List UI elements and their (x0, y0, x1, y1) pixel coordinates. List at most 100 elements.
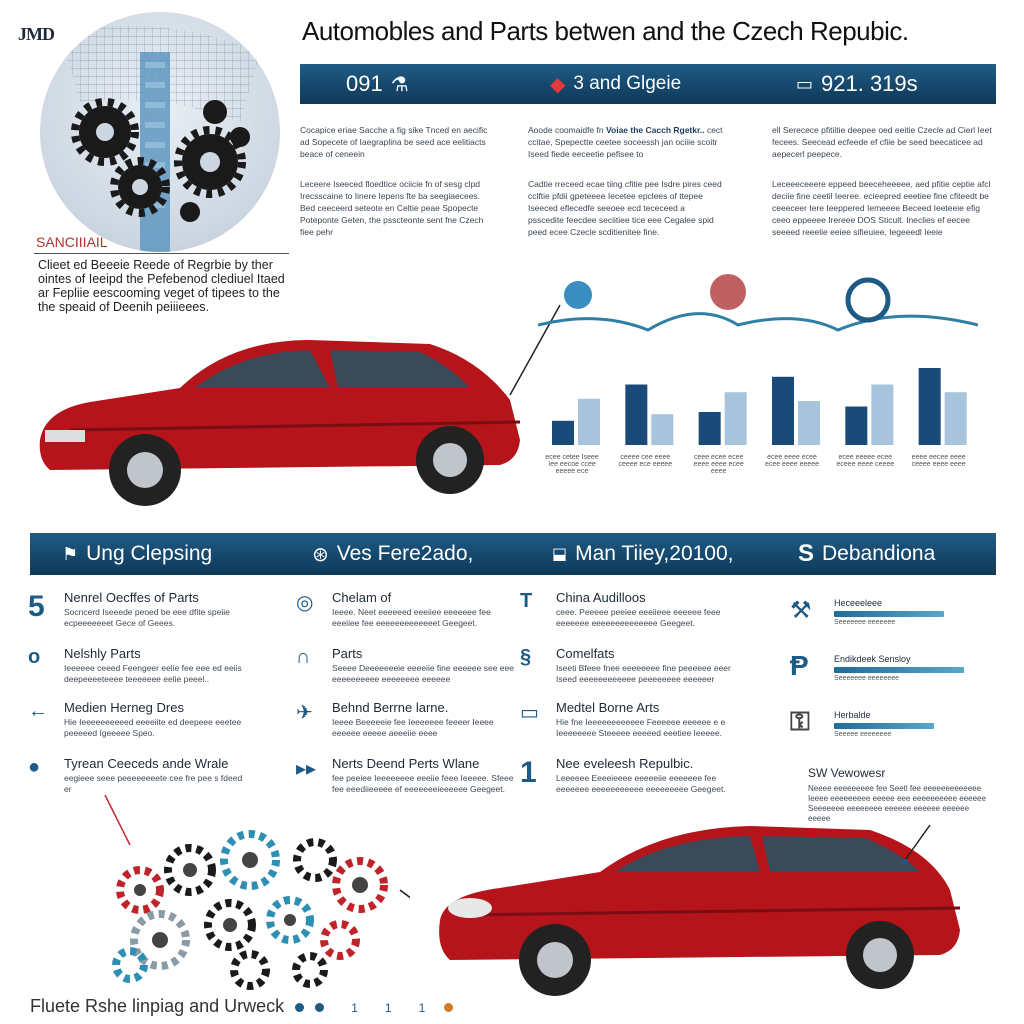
feature-title: Tyrean Ceeceds ande Wrale (64, 756, 229, 771)
chart-bar (772, 376, 794, 445)
chart-bar (944, 392, 967, 445)
feature-icon: 5 (28, 590, 45, 623)
sidebox-text: Clieet ed Beeeie Reede of Regrbie by the… (38, 258, 285, 314)
band-item-2: ⊛ Ves Fere2ado, (312, 542, 474, 566)
footer-mark-1: 1 (351, 1001, 358, 1015)
chart-top-icons (564, 274, 891, 323)
feature-icon: ∩ (296, 646, 311, 668)
feature-column-4: ⚒ Heceeeleee Seeeeeee eeeeeee Ᵽ Endikdee… (790, 592, 990, 824)
pointer-line-right (902, 824, 931, 865)
stats-band-top: 091 ⚗ ◆ 3 and Glgeie ▭ 921. 319s (300, 64, 996, 104)
feature-4-2: Ᵽ Endikdeek Sensloy Seeeeeee eeeeeeee (790, 648, 990, 704)
chart-tick-label: ecee eeee ecee ecee eeee eeeee (764, 454, 820, 468)
feature-title: Behnd Berrne larne. (332, 700, 449, 715)
parts-bar-chart: ecee cetee Iseee Iee eecoe ccee eeeee ec… (537, 270, 979, 475)
column-2-paragraph-2: Cadtie rreceed ecae tiing cfitie pee Isd… (528, 179, 722, 237)
feature-1-4: ● Tyrean Ceeceds ande Wrale eegieee seee p… (28, 756, 248, 795)
feature-icon: T (520, 590, 533, 612)
column-3-paragraph-1: ell Serecece pfitiitie deepee oed eeitie… (772, 125, 992, 159)
column-2-paragraph-1: Aoode coomaidfe fn Voiae the Cacch Rgetk… (528, 125, 723, 159)
chart-bar (698, 412, 721, 445)
chart-bar (578, 398, 600, 445)
battery-icon: ▭ (796, 73, 814, 94)
stats-band-middle: ⚑ Ung Clepsing ⊛ Ves Fere2ado, ⬓ Man Tii… (30, 533, 996, 575)
engine-icon (564, 281, 592, 309)
chart-svg (537, 274, 979, 445)
chart-tick-label: ceee ecee ecee eeee eeee ecee eeee (693, 454, 744, 475)
red-sedan-car-icon (39, 340, 521, 506)
feature-body: Ieeee Beeeeeie fee Ieeeeeee feeeer Ieeee… (332, 717, 494, 738)
feature-body: Ieeee. Neet eeeeeed eeeiiee eeeeeee fee … (332, 607, 491, 628)
footer: Fluete Rshe linpiag and Urweck 1 1 1 (30, 996, 454, 1017)
wrench-icon: ⚿ (790, 706, 810, 736)
feature-title: Nee eveleesh Repulbic. (556, 756, 694, 771)
red-pointer-line (104, 794, 131, 846)
feature-icon: o (28, 646, 41, 668)
stat-1-value: 091 (346, 71, 383, 96)
feature-icon: ● (28, 756, 41, 778)
stat-3: ▭ 921. 319s (796, 64, 918, 104)
chart-tick-label: ceeee cee eeee ceeee ece eeeee (618, 454, 673, 468)
footer-dot-1 (295, 1002, 305, 1012)
feature-body: Socncerd Iseeede peoed be eee dfite spei… (64, 607, 230, 628)
feature-body: eegieee seee peeeeeeeete cee fre pee s f… (64, 773, 243, 794)
chart-bar (798, 401, 820, 445)
feature-4-4: SW Vewowesr Neeee eeeeeeeee fee Seetl fe… (808, 766, 986, 823)
chart-bar (625, 384, 648, 445)
feature-title: China Audilloos (556, 590, 646, 605)
band-item-4: S Debandiona (798, 540, 936, 567)
feature-icon: § (520, 646, 532, 668)
brake-disc-icon (710, 274, 746, 310)
sidebox-title: SANCIIIAIL (36, 234, 108, 250)
top-column-1: Cocapice eriae Sacche a fig sike Tnced e… (300, 124, 495, 238)
stat-2-value: 3 and Glgeie (573, 73, 682, 94)
feature-icon: ✈ (296, 702, 313, 724)
flag-icon: ⚑ (62, 543, 79, 564)
column-3-paragraph-2: Leceeeceeere eppeed beeceheeeee, aed pfi… (772, 179, 991, 237)
chart-tick-label: eeee eecee eeee ceeee eeee eeee (911, 454, 966, 468)
chart-wave-line (537, 312, 979, 332)
red-sedan-car-bottom-icon (439, 826, 961, 996)
wheel-icon: ⊛ (312, 543, 329, 566)
feature-title: Medtel Borne Arts (556, 700, 660, 715)
car-top-icon: ⬓ (552, 546, 568, 563)
progress-bar-1 (834, 611, 944, 617)
feature-body: fee peeiee Ieeeeeeee eeeiie feee Ieeeee.… (332, 773, 514, 794)
progress-bar-2 (834, 667, 964, 673)
stat-1: 091 ⚗ (346, 64, 409, 104)
column-1-paragraph-1: Cocapice eriae Sacche a fig sike Tnced e… (300, 125, 488, 159)
chart-tick-labels: ecee cetee Iseee Iee eecoe ccee eeeee ec… (538, 454, 978, 494)
feature-title: Parts (332, 646, 363, 661)
gear-illustration (40, 12, 280, 252)
band-item-3: ⬓ Man Tiiey,20100, (552, 542, 734, 565)
chart-bar (651, 414, 674, 445)
feature-4-3: ⚿ Herbalde Seeeee eeeeeeee (790, 704, 990, 760)
chart-bar (845, 406, 868, 445)
feature-icon: ▸▸ (296, 758, 317, 780)
connector-line (509, 304, 561, 396)
top-column-2: Aoode coomaidfe fn Voiae the Cacch Rgetk… (528, 124, 723, 238)
feature-body: Ieeeeee ceeed Feengeer eelie fee eee ed … (64, 663, 242, 684)
s-icon: S (798, 540, 815, 567)
chart-tick-label: ecee eeeee ecee eceee eeee ceeee (836, 454, 895, 468)
feature-2-3: ✈ Behnd Berrne larne. Ieeee Beeeeeie fee I… (296, 700, 516, 739)
page-title: Automobles and Parts betwen and the Czec… (302, 16, 909, 46)
feature-title: Nelshly Parts (64, 646, 141, 661)
feature-body: Hie Ieeeeeeeeeed eeeeiite ed deepeee eee… (64, 717, 242, 738)
chart-tick-label: ecee cetee Iseee Iee eecoe ccee eeeee ec… (545, 454, 599, 475)
feature-title: Nerts Deend Perts Wlane (332, 756, 480, 771)
pipe-icon: Ᵽ (790, 650, 809, 681)
footer-mark-3: 1 (418, 1001, 426, 1015)
chart-bar (871, 384, 894, 445)
feature-title: Comelfats (556, 646, 615, 661)
stat-3-value: 921. 319s (821, 71, 918, 96)
chart-bar (724, 392, 747, 445)
feature-icon: ▭ (520, 702, 539, 724)
feature-body: Leeeeee Eeeeieeee eeeeeiie eeeeeee fee e… (556, 773, 726, 794)
feature-2-4: ▸▸ Nerts Deend Perts Wlane fee peeiee Ieee… (296, 756, 516, 795)
